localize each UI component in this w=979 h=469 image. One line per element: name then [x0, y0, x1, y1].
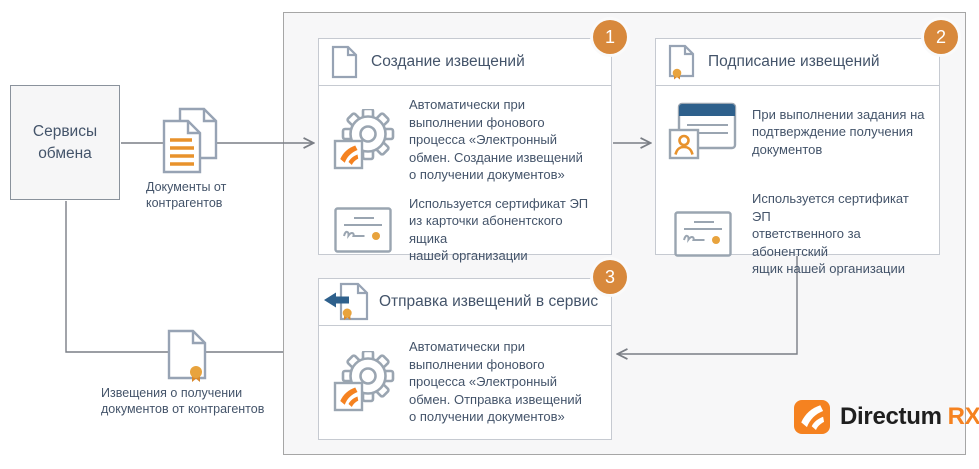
connector-step2-to-step3	[618, 256, 798, 354]
step1-title: Создание извещений	[371, 53, 525, 70]
certificate-icon	[334, 206, 392, 253]
step1-header: Создание извещений	[319, 39, 611, 86]
step2-badge: 2	[924, 20, 958, 54]
step3-process-text: Автоматически при выполнении фонового пр…	[409, 339, 582, 424]
step1-row-certificate: Используется сертификат ЭП из карточки а…	[331, 195, 601, 265]
documents-flow-label: Документы от контрагентов	[146, 180, 227, 210]
step2-title: Подписание извещений	[708, 53, 880, 70]
step3-title: Отправка извещений в сервис	[379, 293, 599, 310]
step3-header: Отправка извещений в сервис	[319, 279, 611, 326]
connector-step3-to-service	[65, 201, 283, 353]
step2-certificate-text: Используется сертификат ЭП ответственног…	[752, 191, 909, 276]
step1-process-text: Автоматически при выполнении фонового пр…	[409, 97, 583, 182]
step2-box: Подписание извещений П	[655, 38, 940, 276]
notifications-flow-label: Извещения о получении документов от конт…	[101, 386, 265, 416]
step2-task-text: При выполнении задания на подтверждение …	[752, 106, 925, 157]
background-process-gear-icon	[333, 108, 395, 169]
send-document-icon	[324, 282, 369, 321]
exchange-service-box: Сервисы обмена	[10, 85, 120, 200]
step1-box: Создание извещений	[318, 38, 612, 263]
logo-name: Directum	[840, 403, 942, 430]
step3-row-process: Автоматически при выполнении фонового пр…	[331, 338, 601, 426]
document-icon	[331, 45, 358, 79]
step1-certificate-text: Используется сертификат ЭП из карточки а…	[409, 195, 589, 264]
step3-box: Отправка извещений в сервис	[318, 278, 612, 440]
signed-document-icon	[668, 44, 695, 80]
exchange-service-label: Сервисы обмена	[32, 122, 98, 162]
confirmation-task-icon	[668, 102, 737, 160]
step2-row-certificate: Используется сертификат ЭП ответственног…	[668, 190, 929, 278]
certificate-icon	[674, 211, 732, 257]
step1-row-process: Автоматически при выполнении фонового пр…	[331, 96, 601, 184]
sealed-document-icon	[167, 329, 207, 382]
step3-badge: 3	[593, 260, 627, 294]
step2-header: Подписание извещений	[656, 39, 939, 86]
background-process-gear-icon	[333, 350, 395, 411]
documents-pair-icon	[162, 107, 218, 174]
step2-row-task: При выполнении задания на подтверждение …	[668, 102, 929, 162]
step1-badge: 1	[593, 20, 627, 54]
directum-logo-icon	[794, 400, 830, 434]
logo-suffix: RX	[947, 403, 979, 430]
